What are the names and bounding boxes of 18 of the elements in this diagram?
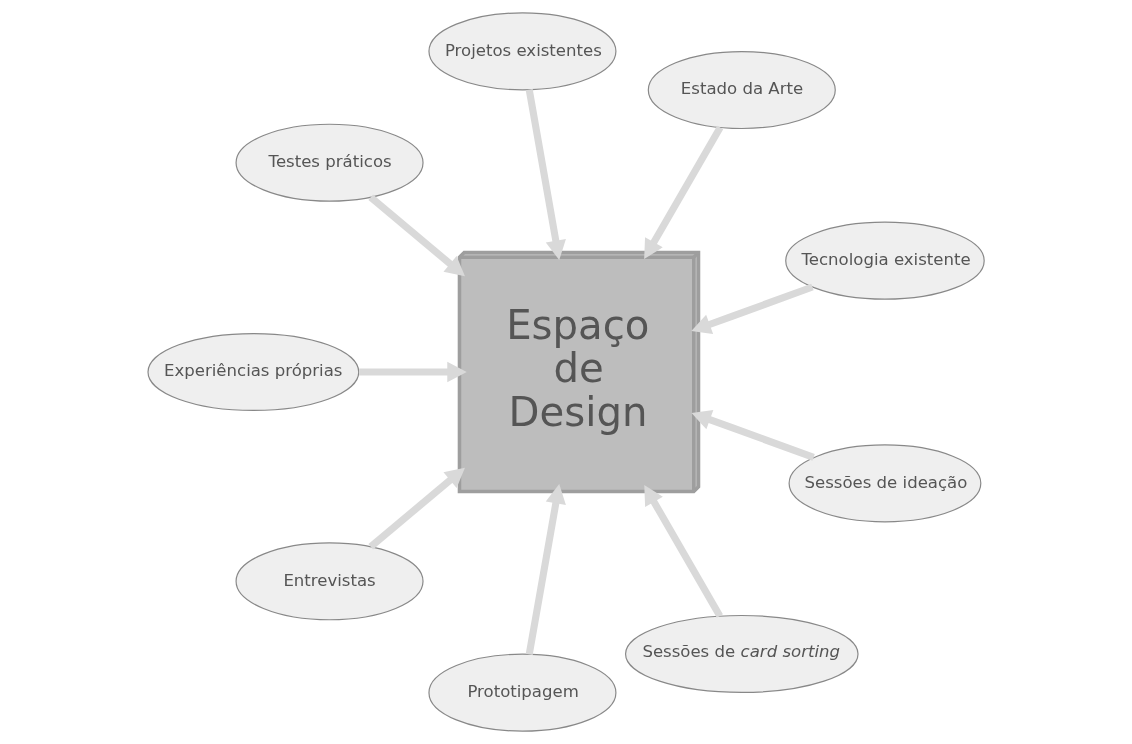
arrow <box>691 410 815 461</box>
node-ellipse: Sessões de card sorting <box>624 614 859 694</box>
node-ellipse: Prototipagem <box>428 653 617 732</box>
node-ellipse: Testes práticos <box>235 123 424 202</box>
arrow <box>525 89 566 260</box>
arrow <box>525 484 566 655</box>
arrow <box>359 361 467 383</box>
arrow <box>691 283 814 335</box>
arrow <box>368 194 465 277</box>
arrow <box>644 485 723 618</box>
node-ellipse: Entrevistas <box>235 542 424 621</box>
arrow <box>644 125 724 260</box>
arrow <box>368 467 465 550</box>
node-ellipse: Sessões de ideação <box>788 444 982 523</box>
node-ellipse: Tecnologia existente <box>785 221 985 300</box>
node-ellipse: Projetos existentes <box>428 12 617 91</box>
node-ellipse: Estado da Arte <box>647 50 836 130</box>
node-ellipse: Experiências próprias <box>147 332 360 412</box>
